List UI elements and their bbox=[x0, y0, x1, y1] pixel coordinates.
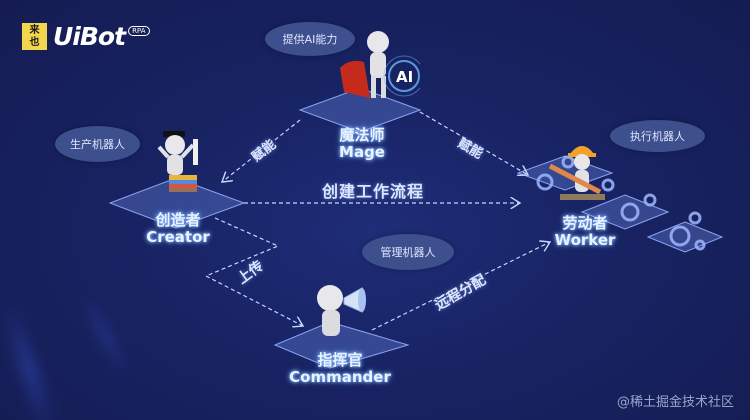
worker-figure bbox=[548, 146, 605, 200]
worker-platform-3 bbox=[646, 221, 724, 253]
brand-name: UiBot bbox=[53, 22, 126, 51]
role-commander: 指挥官 Commander bbox=[289, 351, 391, 386]
gear-icons bbox=[536, 155, 706, 251]
flow-label-create-workflow: 创建工作流程 bbox=[322, 182, 425, 201]
role-creator: 创造者 Creator bbox=[146, 211, 210, 246]
commander-platform bbox=[273, 321, 410, 369]
speech-bubble-commander: 管理机器人 bbox=[362, 234, 454, 270]
uibot-logo: 来 也 UiBot RPA bbox=[22, 22, 150, 51]
creator-platform bbox=[108, 177, 246, 229]
speech-bubble-worker: 执行机器人 bbox=[610, 120, 705, 152]
creator-figure bbox=[157, 131, 198, 192]
speech-bubble-creator: 生产机器人 bbox=[55, 126, 140, 162]
role-mage: 魔法师 Mage bbox=[339, 126, 385, 161]
rpa-tag: RPA bbox=[128, 26, 150, 36]
svg-text:AI: AI bbox=[396, 68, 413, 86]
logo-badge: 来 也 bbox=[22, 23, 47, 50]
speech-bubble-mage: 提供AI能力 bbox=[265, 22, 355, 56]
watermark: @稀土掘金技术社区 bbox=[616, 395, 734, 410]
role-worker: 劳动者 Worker bbox=[554, 214, 616, 249]
mage-figure: AI bbox=[340, 31, 420, 98]
mage-platform bbox=[298, 87, 422, 133]
commander-figure bbox=[317, 285, 366, 336]
